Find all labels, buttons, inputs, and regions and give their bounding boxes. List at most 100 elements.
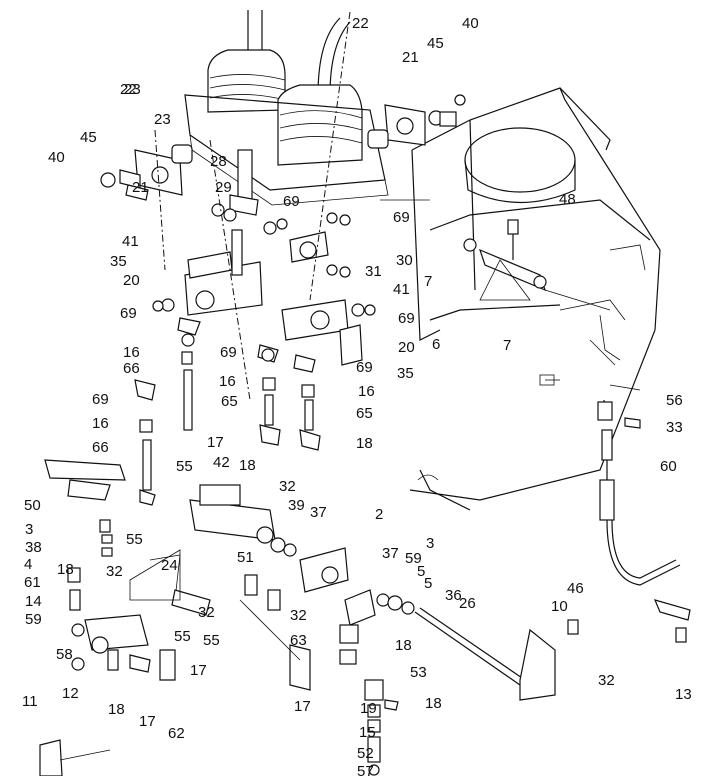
part-callout-label: 29 xyxy=(215,179,232,196)
part-callout-label: 69 xyxy=(283,193,300,210)
plate-assembly-right xyxy=(367,94,466,149)
part-callout-label: 56 xyxy=(666,392,683,409)
part-callout-label: 50 xyxy=(24,497,41,514)
lever-boots xyxy=(184,10,389,206)
part-callout-label: 51 xyxy=(237,549,254,566)
part-callout-label: 16 xyxy=(219,373,236,390)
part-callout-label: 3 xyxy=(25,521,33,538)
part-callout-label: 66 xyxy=(123,360,140,377)
part-callout-label: 52 xyxy=(357,745,374,762)
part-callout-label: 20 xyxy=(123,272,140,289)
part-callout-label: 16 xyxy=(358,383,375,400)
part-callout-label: 35 xyxy=(110,253,127,270)
part-callout-label: 16 xyxy=(123,344,140,361)
rod-assembly-6 xyxy=(463,219,611,311)
part-callout-label: 18 xyxy=(239,457,256,474)
plate-assembly-left xyxy=(100,144,193,201)
part-callout-label: 18 xyxy=(425,695,442,712)
part-callout-label: 10 xyxy=(551,598,568,615)
part-callout-label: 3 xyxy=(426,535,434,552)
part-callout-label: 17 xyxy=(139,713,156,730)
part-callout-label: 18 xyxy=(356,435,373,452)
part-callout-label: 35 xyxy=(397,365,414,382)
part-callout-label: 69 xyxy=(220,344,237,361)
part-callout-label: 11 xyxy=(22,693,38,710)
part-callout-label: 22 xyxy=(352,15,369,32)
cable-60 xyxy=(589,314,691,643)
housing xyxy=(380,87,661,511)
linkage-center xyxy=(152,11,376,401)
part-callout-label: 18 xyxy=(108,701,125,718)
part-callout-label: 15 xyxy=(359,724,376,741)
lower-left-parts xyxy=(39,459,181,776)
part-callout-label: 46 xyxy=(567,580,584,597)
part-callout-label: 6 xyxy=(432,336,440,353)
part-callout-label: 32 xyxy=(290,607,307,624)
part-callout-label: 32 xyxy=(279,478,296,495)
part-callout-label: 55 xyxy=(203,632,220,649)
rods xyxy=(134,369,321,506)
part-callout-label: 18 xyxy=(57,561,74,578)
part-callout-label: 17 xyxy=(190,662,207,679)
part-callout-label: 24 xyxy=(161,557,178,574)
part-callout-label: 5 xyxy=(417,563,425,580)
part-callout-label: 55 xyxy=(176,458,193,475)
part-callout-label: 23 xyxy=(124,81,141,98)
part-callout-label: 41 xyxy=(122,233,139,250)
part-callout-label: 45 xyxy=(80,129,97,146)
part-callout-label: 23 xyxy=(154,111,171,128)
part-callout-label: 37 xyxy=(310,504,327,521)
part-callout-label: 18 xyxy=(395,637,412,654)
shaft-26 xyxy=(339,589,579,776)
part-callout-label: 31 xyxy=(365,263,382,280)
part-callout-label: 21 xyxy=(132,179,149,196)
part-callout-label: 21 xyxy=(402,49,419,66)
part-callout-label: 2 xyxy=(375,506,383,523)
part-callout-label: 22 xyxy=(120,81,137,98)
part-callout-label: 12 xyxy=(62,685,79,702)
part-callout-label: 69 xyxy=(356,359,373,376)
part-callout-label: 30 xyxy=(396,252,413,269)
part-callout-label: 65 xyxy=(356,405,373,422)
part-callout-label: 19 xyxy=(360,700,377,717)
part-callout-label: 40 xyxy=(48,149,65,166)
part-callout-label: 26 xyxy=(459,595,476,612)
lower-center-parts xyxy=(129,484,349,691)
part-callout-label: 59 xyxy=(25,611,42,628)
part-callout-label: 60 xyxy=(660,458,677,475)
part-callout-label: 38 xyxy=(25,539,42,556)
part-callout-label: 41 xyxy=(393,281,410,298)
part-callout-label: 66 xyxy=(92,439,109,456)
part-callout-label: 14 xyxy=(25,593,42,610)
part-callout-label: 20 xyxy=(398,339,415,356)
part-callout-label: 5 xyxy=(424,575,432,592)
part-callout-label: 37 xyxy=(382,545,399,562)
part-callout-label: 55 xyxy=(174,628,191,645)
part-callout-label: 42 xyxy=(213,454,230,471)
part-callout-label: 69 xyxy=(92,391,109,408)
part-callout-label: 53 xyxy=(410,664,427,681)
part-callout-label: 40 xyxy=(462,15,479,32)
part-callout-label: 59 xyxy=(405,550,422,567)
part-callout-label: 32 xyxy=(198,604,215,621)
part-callout-label: 7 xyxy=(424,273,432,290)
part-callout-label: 33 xyxy=(666,419,683,436)
part-callout-label: 69 xyxy=(120,305,137,322)
part-callout-label: 69 xyxy=(398,310,415,327)
part-callout-label: 69 xyxy=(393,209,410,226)
part-callout-label: 39 xyxy=(288,497,305,514)
part-callout-label: 28 xyxy=(210,153,227,170)
part-callout-label: 58 xyxy=(56,646,73,663)
part-callout-label: 65 xyxy=(221,393,238,410)
part-callout-label: 57 xyxy=(357,763,374,776)
part-callout-label: 45 xyxy=(427,35,444,52)
part-callout-label: 4 xyxy=(24,556,32,573)
part-callout-label: 17 xyxy=(207,434,224,451)
part-callout-label: 17 xyxy=(294,698,311,715)
part-callout-label: 62 xyxy=(168,725,185,742)
part-callout-label: 16 xyxy=(92,415,109,432)
part-callout-label: 61 xyxy=(24,574,41,591)
